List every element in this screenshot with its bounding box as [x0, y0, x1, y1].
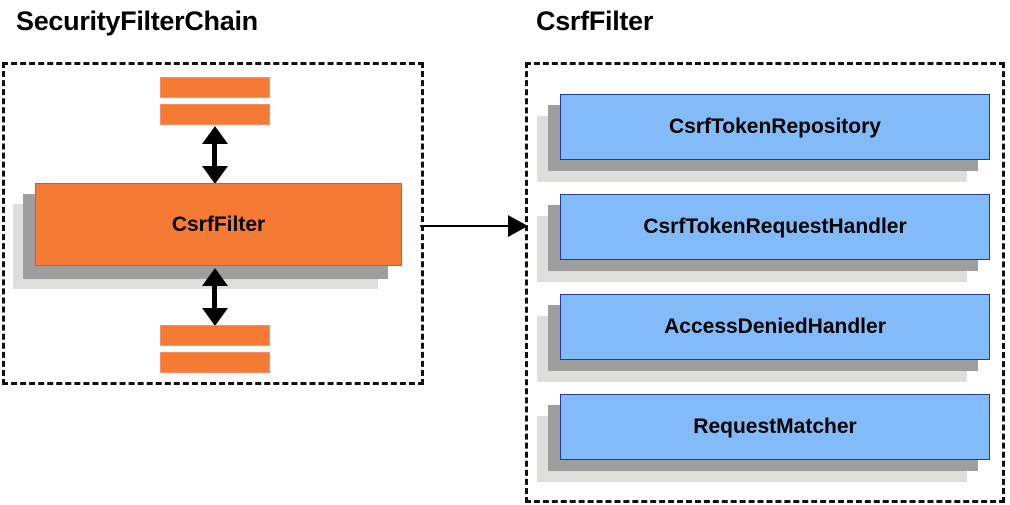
component-label: CsrfTokenRepository: [669, 115, 881, 138]
csrf-filter-container: [525, 62, 1005, 503]
security-filter-chain-container: [2, 62, 424, 385]
component-label: RequestMatcher: [693, 415, 857, 438]
arrow-down-head-upper: [202, 166, 228, 184]
csrf-filter-face[interactable]: CsrfFilter: [35, 183, 402, 266]
csrf-filter-card[interactable]: CsrfFilter: [13, 183, 402, 289]
component-card-face[interactable]: AccessDeniedHandler: [560, 294, 990, 360]
component-card-access-denied-handler[interactable]: AccessDeniedHandler: [537, 294, 990, 382]
arrow-up-head-upper: [202, 126, 228, 144]
component-card-face[interactable]: CsrfTokenRequestHandler: [560, 194, 990, 260]
component-label: CsrfTokenRequestHandler: [643, 215, 907, 238]
component-card-csrf-token-repository[interactable]: CsrfTokenRepository: [537, 94, 990, 182]
arrow-up-head-lower: [202, 268, 228, 286]
connector-arrowhead-icon: [508, 215, 528, 237]
arrow-shaft-upper: [212, 140, 217, 170]
filter-bar-above-1: [160, 77, 270, 98]
left-panel-title: SecurityFilterChain: [16, 6, 258, 36]
right-panel-title: CsrfFilter: [536, 6, 654, 36]
connector-line: [420, 225, 510, 227]
component-card-face[interactable]: RequestMatcher: [560, 394, 990, 460]
component-label: AccessDeniedHandler: [664, 315, 886, 338]
component-card-face[interactable]: CsrfTokenRepository: [560, 94, 990, 160]
component-card-request-matcher[interactable]: RequestMatcher: [537, 394, 990, 482]
filter-bar-below-1: [160, 325, 270, 346]
arrow-down-head-lower: [202, 308, 228, 326]
component-card-csrf-token-request-handler[interactable]: CsrfTokenRequestHandler: [537, 194, 990, 282]
filter-bar-above-2: [160, 104, 270, 125]
csrf-filter-label: CsrfFilter: [171, 212, 266, 236]
filter-bar-below-2: [160, 352, 270, 373]
arrow-shaft-lower: [212, 282, 217, 312]
